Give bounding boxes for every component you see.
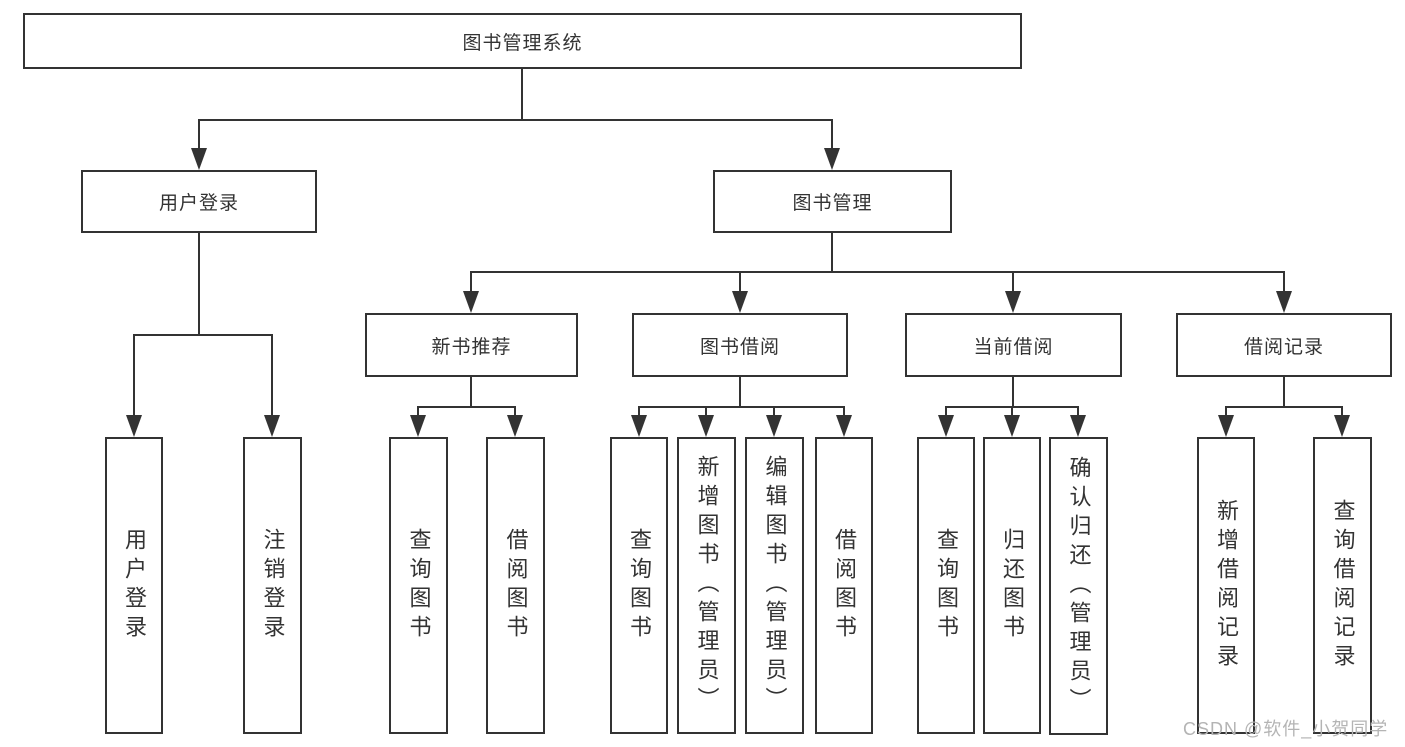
arrowhead-down-icon [1004,415,1020,437]
connector-line [417,406,419,417]
arrowhead-down-icon [1334,415,1350,437]
node-label: 图书管理系统 [462,32,583,54]
node-logout: 注销登录 [243,437,302,734]
connector-line [1225,406,1342,408]
connector-line [945,406,947,417]
node-user-login-leaf: 用户登录 [105,437,163,734]
connector-line [1341,406,1343,417]
arrowhead-down-icon [938,415,954,437]
connector-line [1225,406,1227,417]
node-cb-query-books: 查询图书 [917,437,975,734]
node-label: 归还图书 [1000,527,1025,644]
connector-line [739,271,741,293]
node-label: 借阅图书 [503,527,529,644]
arrowhead-down-icon [732,291,748,313]
connector-line [470,271,472,293]
connector-line [470,271,1285,273]
arrowhead-down-icon [631,415,647,437]
connector-line [198,119,200,150]
connector-line [198,119,833,121]
node-nbr-borrow-books: 借阅图书 [486,437,545,734]
node-br-query-record: 查询借阅记录 [1313,437,1372,734]
node-borrowing-records: 借阅记录 [1176,313,1392,377]
node-bb-edit-book-admin: 编辑图书（管理员） [745,437,804,734]
arrowhead-down-icon [507,415,523,437]
connector-line [514,406,516,417]
arrowhead-down-icon [1005,291,1021,313]
node-current-borrowing: 当前借阅 [905,313,1122,377]
connector-line [470,377,472,407]
node-label: 当前借阅 [973,336,1054,358]
connector-line [831,119,833,150]
node-label: 新书推荐 [431,336,512,358]
arrowhead-down-icon [191,148,207,170]
node-label: 查询图书 [627,527,652,644]
node-label: 查询图书 [406,527,432,644]
node-label: 新增借阅记录 [1214,498,1239,673]
arrowhead-down-icon [1276,291,1292,313]
connector-line [1011,406,1013,417]
node-label: 注销登录 [260,527,286,644]
arrowhead-down-icon [836,415,852,437]
arrowhead-down-icon [766,415,782,437]
arrowhead-down-icon [463,291,479,313]
arrowhead-down-icon [264,415,280,437]
connector-line [1283,271,1285,293]
watermark-text: CSDN @软件_小贺同学 [1183,719,1389,739]
node-cb-confirm-return-admin: 确认归还（管理员） [1049,437,1108,735]
node-label: 新增图书（管理员） [694,455,720,716]
node-bb-query-books: 查询图书 [610,437,668,734]
node-book-borrowing: 图书借阅 [632,313,848,377]
connector-line [773,406,775,417]
connector-line [1012,377,1014,407]
node-book-management: 图书管理 [713,170,952,233]
node-bb-borrow-books: 借阅图书 [815,437,873,734]
node-new-book-recommendation: 新书推荐 [365,313,578,377]
connector-line [133,334,135,416]
connector-line [1077,406,1079,417]
connector-line [831,233,833,273]
arrowhead-down-icon [1070,415,1086,437]
node-label: 图书管理 [792,193,873,214]
connector-line [1012,271,1014,293]
connector-line [521,69,523,121]
node-label: 用户登录 [158,193,239,214]
connector-line [133,334,273,336]
connector-line [198,233,200,336]
node-library-management-system: 图书管理系统 [23,13,1022,69]
arrowhead-down-icon [824,148,840,170]
arrowhead-down-icon [698,415,714,437]
node-label: 编辑图书（管理员） [762,455,788,716]
node-label: 查询借阅记录 [1330,498,1356,673]
node-label: 借阅图书 [832,527,857,644]
connector-line [638,406,844,408]
node-cb-return-books: 归还图书 [983,437,1041,734]
node-nbr-query-books: 查询图书 [389,437,448,734]
connector-line [271,334,273,416]
connector-line [705,406,707,417]
node-label: 借阅记录 [1243,336,1324,358]
arrowhead-down-icon [126,415,142,437]
node-label: 确认归还（管理员） [1066,455,1092,717]
node-label: 用户登录 [122,527,147,644]
connector-line [1283,377,1285,407]
connector-line [843,406,845,417]
node-user-login: 用户登录 [81,170,317,233]
node-br-add-record: 新增借阅记录 [1197,437,1255,734]
arrowhead-down-icon [1218,415,1234,437]
node-label: 查询图书 [934,527,959,644]
node-label: 图书借阅 [699,336,780,358]
node-bb-add-book-admin: 新增图书（管理员） [677,437,736,734]
connector-line [638,406,640,417]
arrowhead-down-icon [410,415,426,437]
connector-line [739,377,741,407]
connector-line [417,406,516,408]
